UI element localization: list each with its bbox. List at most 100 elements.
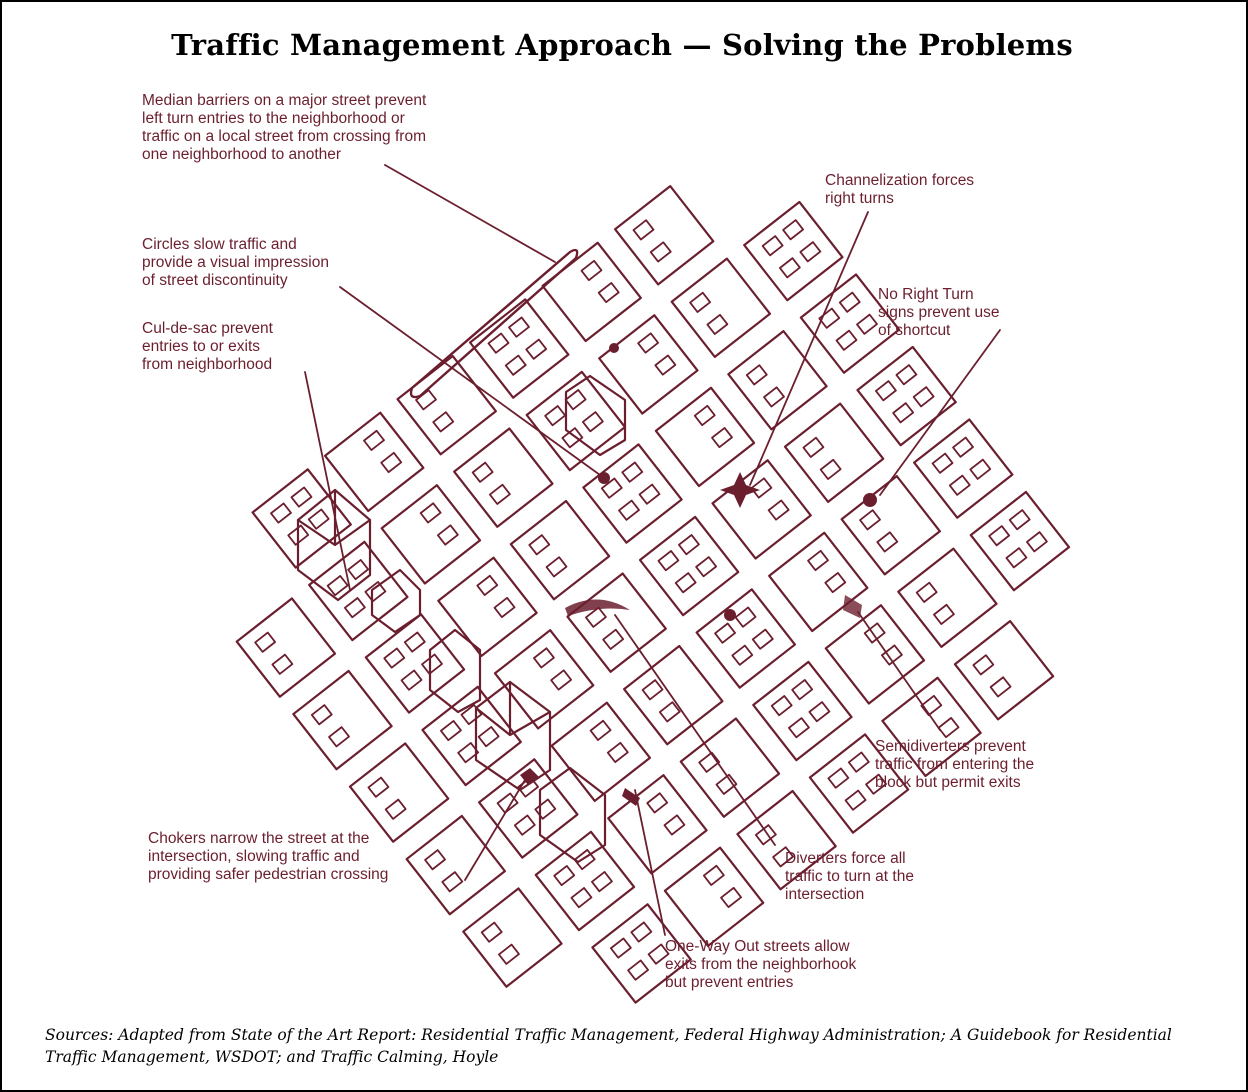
house: [693, 404, 716, 427]
callout-line: entries to or exits: [142, 338, 261, 355]
block: [566, 572, 667, 673]
house: [937, 716, 960, 739]
house: [920, 694, 943, 717]
house: [384, 798, 407, 820]
house: [580, 259, 603, 282]
block: [727, 330, 828, 431]
callout-line: right turns: [825, 190, 894, 207]
house: [585, 606, 607, 628]
house: [400, 669, 423, 691]
block: [421, 685, 522, 787]
house: [969, 458, 992, 480]
house: [646, 792, 669, 814]
house: [988, 525, 1011, 547]
house: [561, 427, 584, 449]
block: [582, 443, 683, 544]
block: [598, 314, 699, 415]
house: [895, 364, 918, 386]
house: [989, 676, 1012, 698]
house: [1005, 547, 1028, 569]
house: [421, 653, 443, 675]
house: [915, 581, 938, 603]
callout-diverters: Diverters force all traffic to turn at t…: [785, 850, 914, 904]
house: [606, 741, 629, 764]
block: [509, 499, 611, 601]
house: [745, 364, 768, 386]
house: [859, 509, 881, 531]
house: [632, 219, 655, 241]
block: [323, 411, 425, 513]
callout-line: intersection: [785, 886, 865, 903]
block: [235, 597, 337, 698]
house: [254, 631, 277, 653]
callout-line: traffic from entering the: [875, 756, 1035, 773]
house: [807, 549, 829, 572]
block: [913, 418, 1014, 519]
block: [453, 427, 554, 528]
house: [933, 603, 955, 625]
house: [436, 524, 459, 546]
house: [702, 864, 725, 886]
block: [768, 531, 869, 633]
house: [364, 581, 387, 603]
house: [772, 846, 794, 868]
house: [525, 338, 548, 360]
callout-line: No Right Turn: [878, 286, 974, 303]
house: [657, 550, 680, 572]
house: [493, 596, 516, 619]
block: [292, 669, 393, 771]
callout-line: Chokers narrow the street at the: [148, 830, 370, 847]
house: [827, 767, 850, 789]
house: [856, 313, 878, 335]
house: [403, 631, 426, 653]
house: [695, 556, 718, 578]
house: [363, 429, 385, 451]
house: [480, 921, 503, 943]
house: [818, 307, 841, 329]
block: [840, 475, 941, 576]
block: [663, 846, 765, 948]
house: [441, 871, 464, 893]
house: [638, 483, 661, 505]
house: [819, 458, 842, 480]
city-blocks: [235, 185, 1071, 1004]
house: [808, 701, 831, 723]
one-way-marker: [622, 788, 640, 806]
block: [695, 588, 796, 689]
house: [714, 622, 736, 644]
house: [488, 483, 511, 505]
callout-line: exits from the neighborhook: [665, 956, 857, 973]
block: [969, 490, 1071, 592]
house: [367, 776, 390, 798]
callout-line: from neighborhood: [142, 356, 273, 373]
house: [1008, 509, 1031, 531]
house: [380, 451, 403, 474]
callout-line: traffic to turn at the: [785, 868, 914, 885]
house: [270, 502, 292, 524]
house: [424, 849, 446, 871]
house: [711, 427, 733, 449]
choker: [520, 768, 540, 785]
block: [808, 733, 910, 834]
house: [720, 886, 742, 909]
house: [706, 313, 729, 335]
sources-note: Sources: Adapted from State of the Art R…: [45, 1026, 1172, 1066]
house: [307, 508, 330, 530]
house: [573, 848, 596, 871]
callout-leaders: [304, 164, 1001, 936]
house: [678, 534, 700, 556]
house: [761, 235, 784, 257]
house: [875, 380, 897, 402]
house: [591, 871, 613, 893]
house: [948, 474, 971, 496]
house: [328, 726, 350, 748]
house: [602, 628, 625, 650]
callout-line: block but permit exits: [875, 774, 1021, 791]
house: [1026, 531, 1048, 553]
house: [343, 597, 366, 619]
house: [326, 575, 349, 597]
semidiverter: [843, 595, 862, 618]
house: [630, 921, 653, 943]
callout-line: provide a visual impression: [142, 254, 329, 271]
